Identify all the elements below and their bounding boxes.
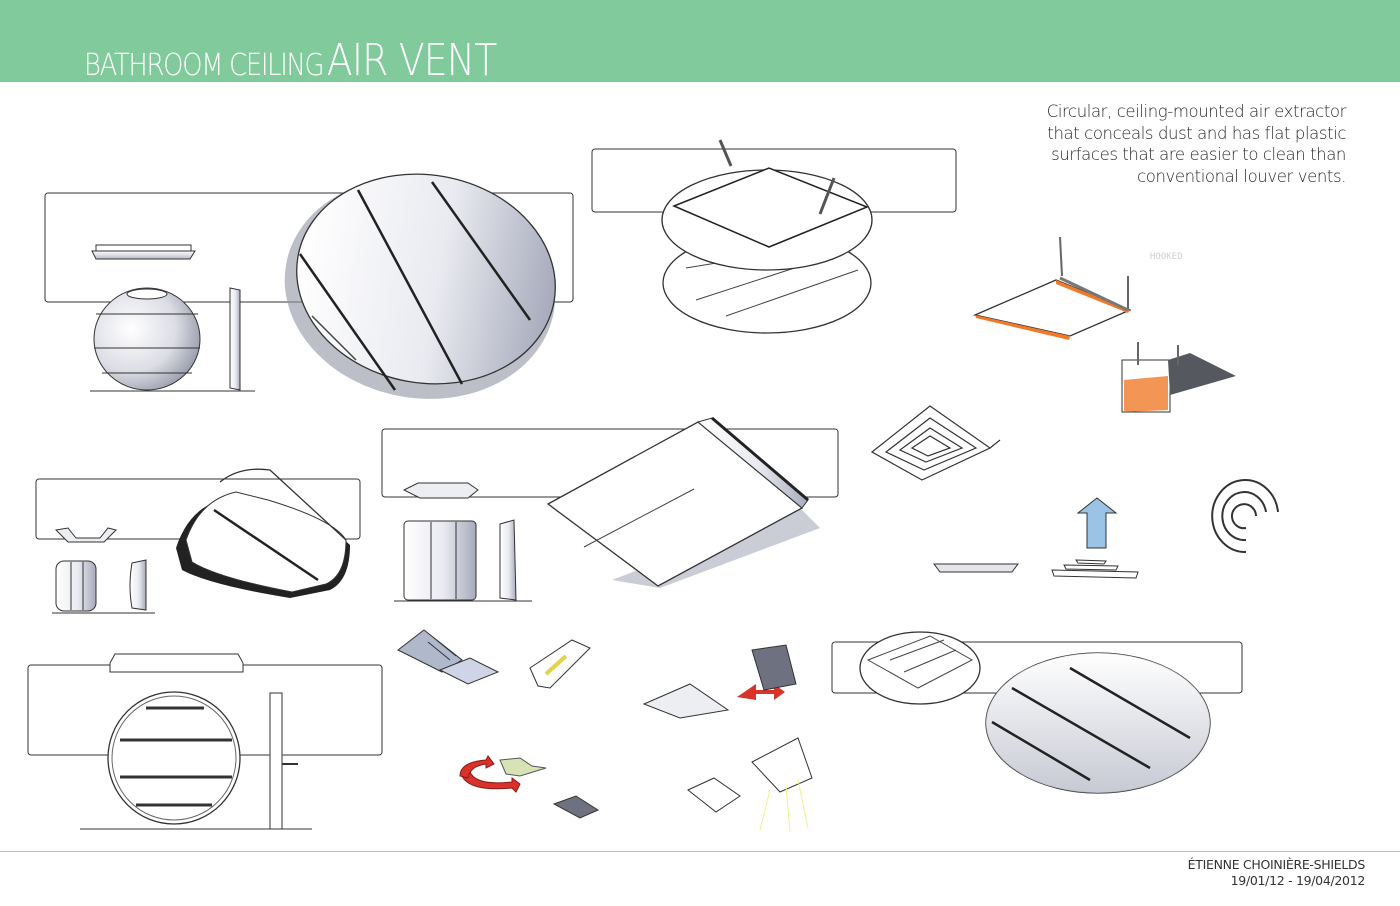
page-title: BATHROOM CEILING AIR VENT (84, 35, 498, 93)
title-prefix: BATHROOM CEILING (84, 48, 325, 83)
header-banner: BATHROOM CEILING AIR VENT (0, 0, 1400, 84)
annotation-hooked: HOOKED (1150, 252, 1183, 262)
description-line: Circular, ceiling-mounted air extractor (1046, 102, 1347, 121)
description-line: surfaces that are easier to clean than (1051, 145, 1346, 165)
description-line: conventional louver vents. (1137, 167, 1346, 187)
description-line: that conceals dust and has flat plastic (1047, 123, 1346, 143)
project-dates: 19/01/12 - 19/04/2012 (1230, 873, 1366, 888)
product-description: Circular, ceiling-mounted air extractor … (986, 101, 1347, 188)
footer-divider (0, 851, 1400, 852)
footer-credits: ÉTIENNE CHOINIÈRE-SHIELDS 19/01/12 - 19/… (1187, 857, 1366, 889)
author-name: ÉTIENNE CHOINIÈRE-SHIELDS (1187, 857, 1366, 872)
title-main: AIR VENT (326, 35, 498, 86)
